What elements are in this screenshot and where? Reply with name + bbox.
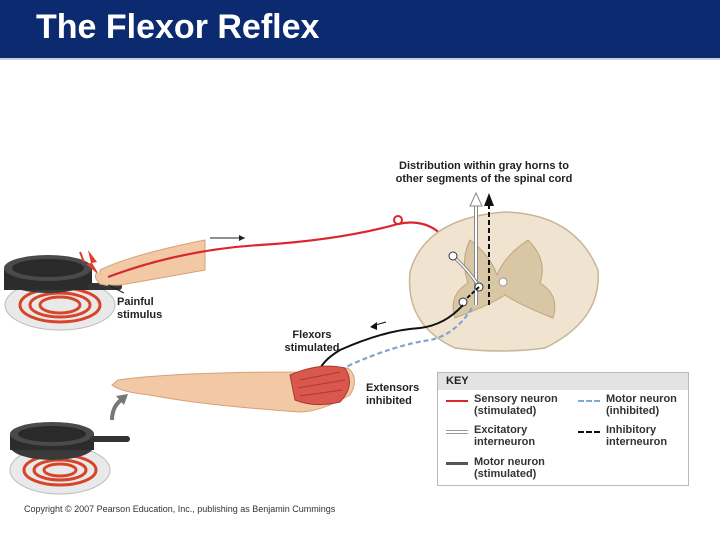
painful-stimulus-line2: stimulus [117,309,163,321]
legend-item-sensory: Sensory neuron (stimulated) [474,393,558,417]
dorsal-root-ganglion [393,215,403,225]
distribution-label: Distribution within gray horns to other … [384,160,584,186]
extensors-line1: Extensors [366,382,420,394]
title-bar: The Flexor Reflex [0,0,720,58]
legend-sensory-line2: (stimulated) [474,405,537,417]
legend-motor-inhibited-line2: (inhibited) [606,405,660,417]
legend-swatch-motor-stimulated [446,462,468,465]
spinal-cord [408,211,599,352]
flexors-line1: Flexors [292,329,332,341]
legend-sensory-line1: Sensory neuron [474,393,558,405]
pain-flash [79,250,100,276]
extensors-line2: inhibited [366,395,412,407]
painful-stimulus-line1: Painful [117,296,154,308]
legend-title: KEY [446,375,469,387]
sensory-neuron-path [107,221,456,279]
legend-motor-stimulated-line2: (stimulated) [474,468,537,480]
legend-excitatory-line1: Excitatory [474,424,528,436]
legend-item-motor-inhibited: Motor neuron (inhibited) [606,393,677,417]
extensors-inhibited-label: Extensors inhibited [366,382,419,408]
legend-swatch-sensory [446,400,468,402]
legend-item-motor-stimulated: Motor neuron (stimulated) [474,456,545,480]
frying-pan-top [4,255,122,293]
legend-item-inhibitory: Inhibitory interneuron [606,424,667,448]
legend-motor-stimulated-line1: Motor neuron [474,456,545,468]
motor-neuron-inhibited-path [334,307,473,385]
legend-item-excitatory: Excitatory interneuron [474,424,535,448]
legend-key: KEY Sensory neuron (stimulated) Motor ne… [437,372,689,486]
slide-title: The Flexor Reflex [36,8,320,46]
distribution-label-line1: Distribution within gray horns to [399,160,569,172]
legend-excitatory-line2: interneuron [474,436,536,448]
title-divider [0,58,720,60]
distribution-label-line2: other segments of the spinal cord [395,173,573,185]
legend-motor-inhibited-line1: Motor neuron [606,393,677,405]
painful-stimulus-label: Painful stimulus [117,296,162,322]
legend-swatch-inhibitory [578,431,600,433]
motor-neuron-stimulated-path [317,304,464,376]
legend-header: KEY [438,373,688,390]
flexors-stimulated-label: Flexors stimulated [282,329,342,355]
legend-swatch-motor-inhibited [578,400,600,402]
frying-pan-bottom [10,422,130,460]
legend-inhibitory-line2: interneuron [606,436,668,448]
arm-bottom [111,365,355,413]
copyright-notice: Copyright © 2007 Pearson Education, Inc.… [24,504,336,514]
legend-swatch-excitatory [446,430,468,434]
legend-inhibitory-line1: Inhibitory [606,424,657,436]
flexors-line2: stimulated [284,342,340,354]
